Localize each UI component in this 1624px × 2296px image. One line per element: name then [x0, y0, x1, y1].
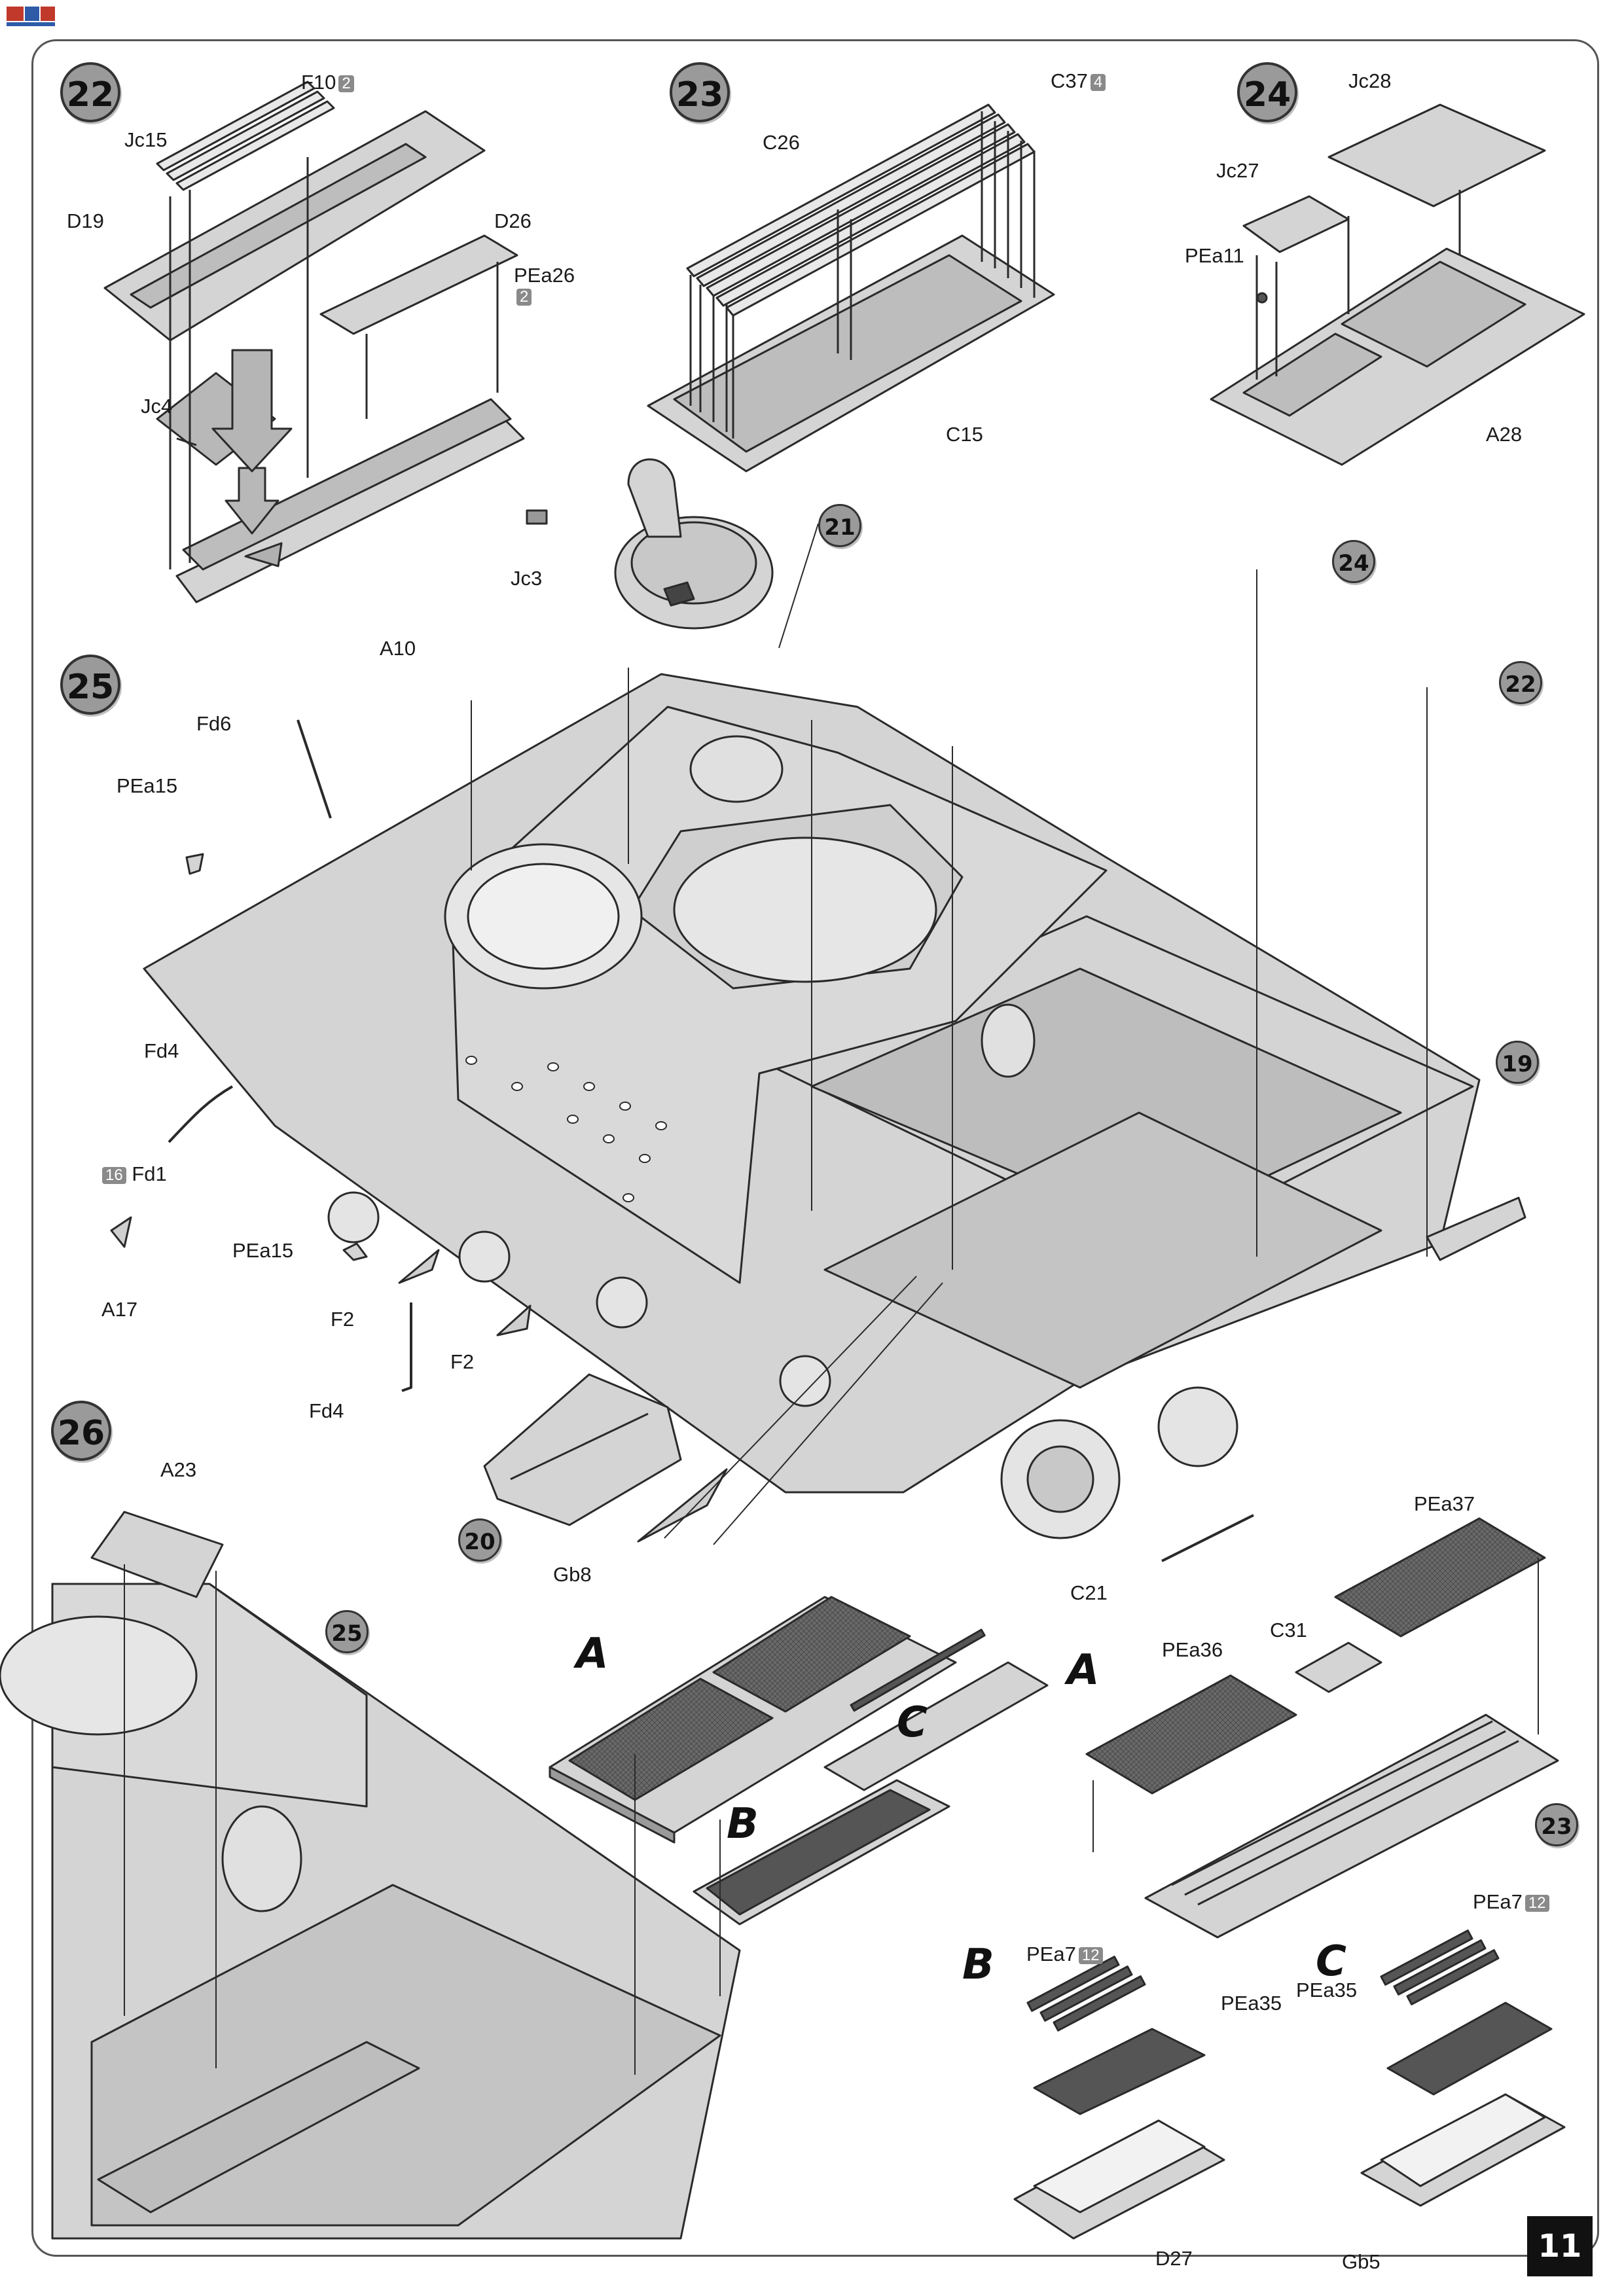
- part-label-d26: D26: [494, 209, 532, 232]
- part-label-a17: A17: [101, 1298, 138, 1321]
- ref-step-25: 25: [325, 1610, 369, 1653]
- variant-a-right-label: A: [1067, 1646, 1100, 1695]
- ref-step-24: 24: [1332, 540, 1375, 583]
- part-label-d19: D19: [67, 209, 104, 232]
- step-24-badge: 24: [1237, 62, 1297, 122]
- page-frame: [31, 39, 1599, 2257]
- part-label-fd6: Fd6: [196, 712, 232, 735]
- ref-step-20: 20: [458, 1518, 501, 1562]
- part-label-pea15-top: PEa15: [117, 774, 178, 797]
- step-23-badge: 23: [670, 62, 730, 122]
- step26-hull-drawing: [0, 1583, 741, 2240]
- step-26-badge: 26: [51, 1401, 111, 1461]
- part-label-f2-left: F2: [331, 1308, 355, 1331]
- step-22-badge: 22: [60, 62, 120, 122]
- part-label-c26: C26: [763, 131, 800, 154]
- part-label-pea15-bottom: PEa15: [232, 1239, 294, 1262]
- part-label-gb8: Gb8: [553, 1563, 592, 1586]
- page-number: 11: [1527, 2216, 1593, 2276]
- ref-step-21: 21: [818, 504, 861, 547]
- a23-part: [90, 1511, 224, 1598]
- step24-drawing: [1210, 103, 1585, 466]
- part-label-f2-right: F2: [450, 1350, 475, 1373]
- ref-step-23: 23: [1535, 1803, 1578, 1846]
- step20-drawing: [483, 1373, 682, 1526]
- variant-a-left-label: A: [576, 1630, 609, 1678]
- variant-b-left-drawing: [693, 1779, 950, 1926]
- small-parts-drawing: [110, 1216, 728, 1543]
- publisher-logo: [5, 4, 58, 32]
- part-label-pea35-c: PEa35: [1296, 1979, 1358, 2001]
- part-label-pea11: PEa11: [1185, 244, 1244, 267]
- variant-c-left-label: C: [897, 1698, 928, 1747]
- part-label-fd1: 16 Fd1: [99, 1164, 167, 1184]
- variant-b-left-label: B: [727, 1800, 759, 1848]
- step-25-badge: 25: [60, 655, 120, 715]
- part-label-jc4: Jc4: [141, 395, 173, 418]
- assembly-arrow: [211, 349, 293, 473]
- fender-part: [185, 853, 368, 1261]
- variant-b-right-label: B: [962, 1941, 994, 1989]
- part-label-pea35-b: PEa35: [1221, 1992, 1282, 2015]
- step25-hull-drawing: [143, 673, 1526, 1539]
- part-label-c15: C15: [946, 423, 983, 446]
- part-label-pea37: PEa37: [1414, 1492, 1475, 1515]
- step23-drawing: [647, 103, 1055, 473]
- variant-a-left-drawing: [549, 1596, 957, 1844]
- part-label-c31: C31: [1270, 1619, 1307, 1641]
- ref-step-22: 22: [1499, 661, 1542, 704]
- variant-c-right-drawing: [1360, 1929, 1566, 2207]
- variant-a-right-drawing: [1085, 1517, 1559, 1939]
- part-label-a23: A23: [160, 1458, 197, 1481]
- step22-drawing: [103, 81, 548, 603]
- variant-c-left-drawing: [823, 1628, 1049, 1791]
- part-label-a28: A28: [1486, 423, 1523, 446]
- part-label-c21: C21: [1070, 1581, 1108, 1604]
- variant-b-right-drawing: [1013, 1956, 1225, 2240]
- ref-step-19: 19: [1496, 1041, 1539, 1084]
- part-label-jc28: Jc28: [1348, 69, 1392, 92]
- part-label-gb5: Gb5: [1342, 2250, 1380, 2273]
- part-label-jc15: Jc15: [124, 128, 168, 151]
- cupola-drawing: [614, 458, 774, 630]
- part-label-pea36: PEa36: [1162, 1638, 1223, 1661]
- part-label-fd4-top: Fd4: [144, 1039, 179, 1062]
- part-label-jc3: Jc3: [511, 567, 543, 590]
- part-label-jc27: Jc27: [1216, 159, 1259, 182]
- part-label-d27: D27: [1155, 2247, 1193, 2270]
- variant-c-right-label: C: [1316, 1937, 1346, 1986]
- part-label-fd4-bottom: Fd4: [309, 1399, 344, 1422]
- part-label-a10: A10: [380, 637, 416, 660]
